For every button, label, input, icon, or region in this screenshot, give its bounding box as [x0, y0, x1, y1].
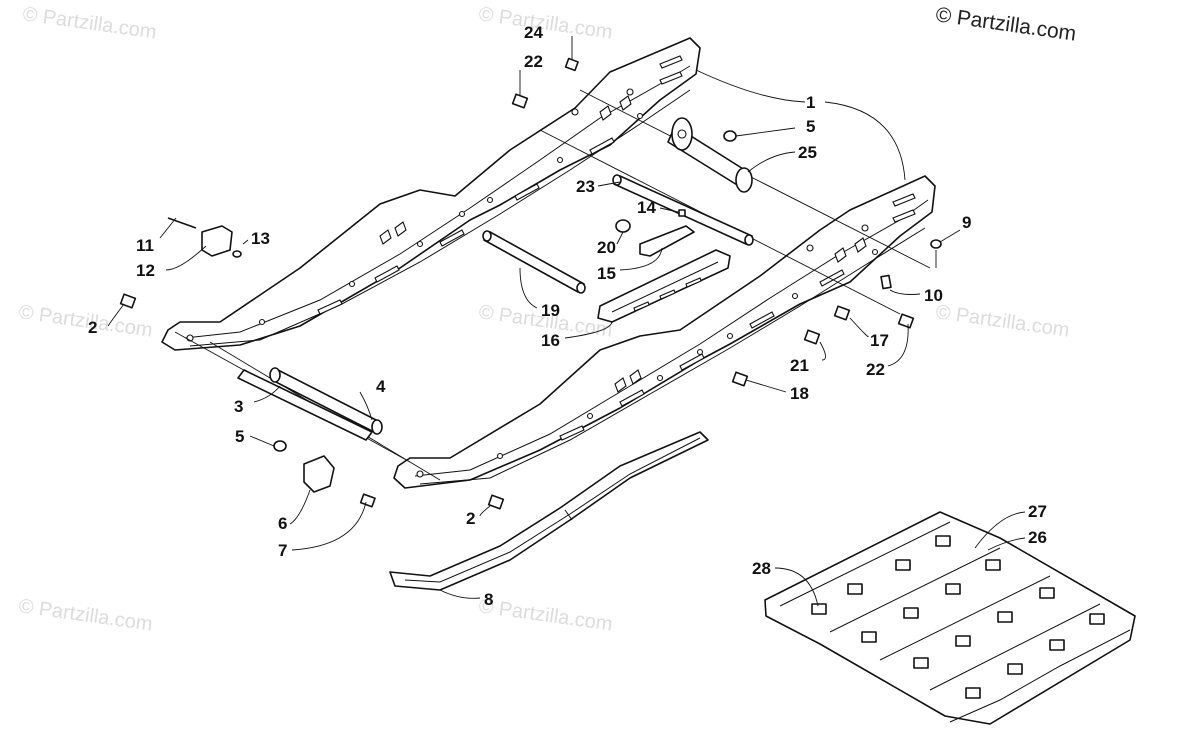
bolt-2-lower	[487, 494, 505, 510]
nut-20	[615, 219, 631, 233]
bolt-11	[167, 217, 197, 229]
front-shaft-3-4	[237, 367, 383, 441]
copyright-text: © Partzilla.com	[934, 3, 1077, 45]
callout-20: 20	[597, 238, 616, 257]
callout-25: 25	[798, 143, 817, 162]
callout-19: 19	[541, 301, 560, 320]
callout-11: 11	[136, 236, 154, 255]
rail-slots	[317, 55, 683, 315]
callout-7: 7	[278, 541, 287, 560]
callout-22-top: 22	[524, 52, 543, 71]
rail-holes	[416, 224, 879, 478]
callout-labels: 1 2 2 3 4 5 5 6 7 8 9 10 11 12 13 14 15 …	[88, 23, 1047, 609]
callout-2-lower: 2	[466, 509, 475, 528]
callout-8: 8	[484, 590, 493, 609]
callout-5-left: 5	[235, 427, 244, 446]
bolt-22-top	[511, 93, 529, 109]
callout-13: 13	[251, 229, 270, 248]
callout-27: 27	[1028, 502, 1047, 521]
callout-15: 15	[597, 264, 616, 283]
watermark: © Partzilla.com	[477, 595, 614, 636]
callout-22-right: 22	[866, 360, 885, 379]
callout-26: 26	[1028, 528, 1047, 547]
right-slide-rail	[393, 175, 936, 489]
callout-6: 6	[278, 514, 287, 533]
nut-5-top	[723, 130, 737, 142]
track-clips	[811, 535, 1105, 699]
watermark: © Partzilla.com	[17, 301, 154, 342]
cross-shaft-19	[482, 230, 586, 294]
callout-17: 17	[870, 331, 889, 350]
stopper-12	[201, 225, 233, 257]
callout-16: 16	[541, 331, 560, 350]
callout-9: 9	[962, 213, 971, 232]
mount-plate-16	[597, 249, 731, 323]
callout-24: 24	[524, 23, 543, 42]
watermark: © Partzilla.com	[17, 595, 154, 636]
bolt-24	[564, 57, 579, 72]
callout-3: 3	[234, 397, 243, 416]
screw-14	[678, 209, 686, 217]
rail-holes	[186, 88, 644, 342]
bolt-21	[803, 329, 821, 345]
callout-23: 23	[576, 177, 595, 196]
callout-28: 28	[752, 559, 771, 578]
callout-12: 12	[136, 261, 155, 280]
bolt-2-left	[119, 293, 137, 309]
bolt-17	[833, 305, 851, 321]
bolt-10	[880, 274, 892, 290]
callout-18: 18	[790, 384, 809, 403]
watermark: © Partzilla.com	[477, 3, 614, 44]
callout-2-left: 2	[88, 318, 97, 337]
nut-5-left	[273, 440, 287, 452]
bolt-22-right	[897, 313, 915, 329]
wear-strip-8	[389, 431, 709, 591]
bracket-15	[639, 225, 695, 257]
watermark: © Partzilla.com	[21, 3, 158, 44]
cap-6	[303, 455, 335, 493]
left-slide-rail	[161, 37, 701, 351]
watermark: © Partzilla.com	[934, 301, 1071, 342]
callout-10: 10	[924, 286, 943, 305]
nut-13	[232, 250, 242, 258]
leader-lines	[107, 36, 1026, 607]
rear-axle-25	[667, 117, 753, 193]
callout-21: 21	[790, 356, 809, 375]
callout-4: 4	[376, 377, 386, 396]
callout-5-top: 5	[806, 117, 815, 136]
bolt-18	[731, 371, 749, 387]
drive-track	[764, 511, 1136, 725]
bolt-7	[359, 493, 376, 508]
callout-1: 1	[806, 93, 815, 112]
nut-9	[930, 239, 942, 249]
callout-14: 14	[637, 198, 656, 217]
rail-slots	[559, 193, 916, 441]
